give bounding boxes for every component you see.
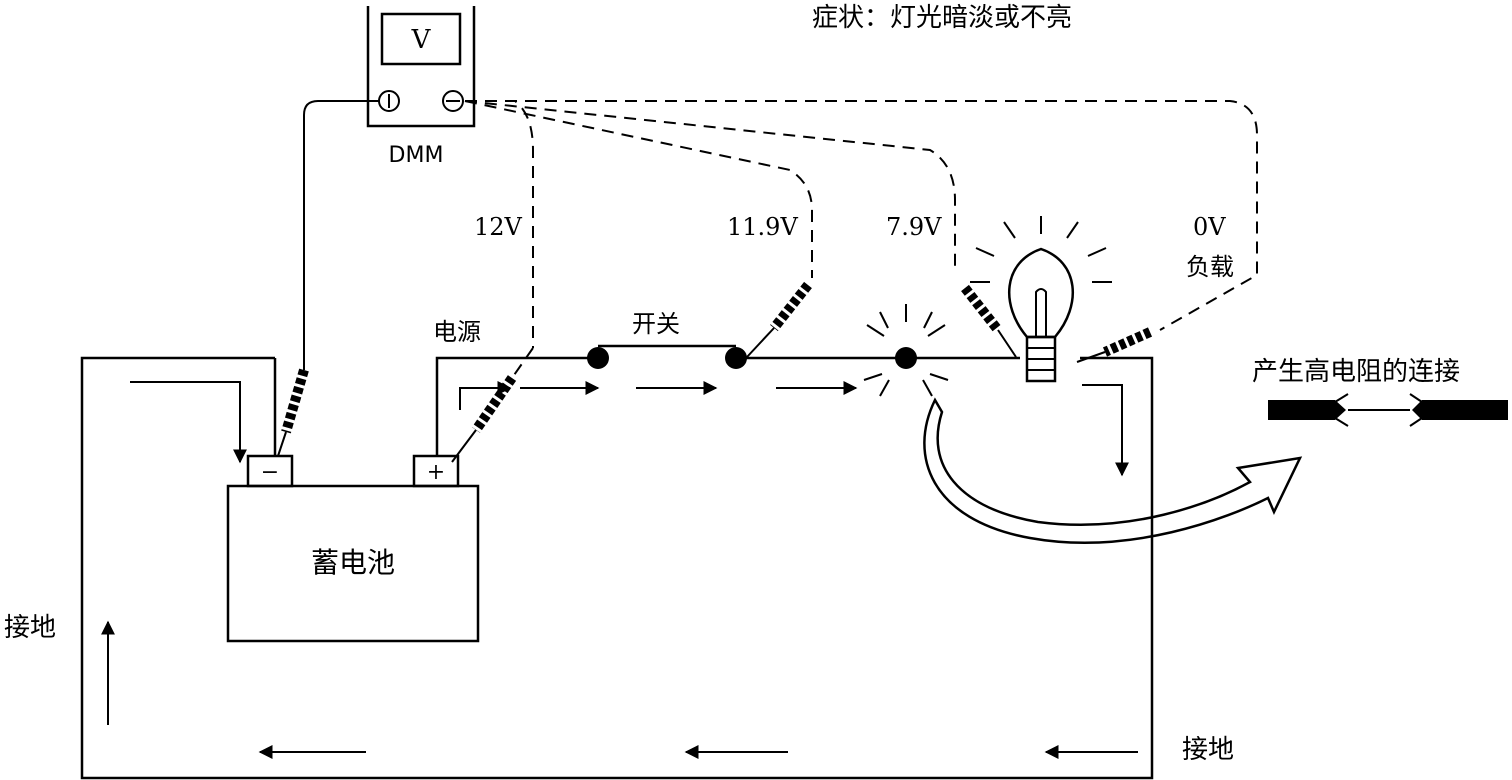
power-label: 电源 (433, 318, 481, 346)
meter-body (366, 6, 476, 128)
ground-label-left: 接地 (4, 613, 56, 643)
meter-label: DMM (389, 143, 444, 168)
neg-jack-icon (442, 90, 464, 112)
com-jack-icon (378, 90, 400, 112)
meter-display (380, 12, 462, 66)
ground-label-right: 接地 (1182, 735, 1234, 765)
meter-display-label: V (411, 25, 432, 55)
negative-terminal-sign: − (261, 460, 279, 485)
corroded-connector-icon (1268, 393, 1508, 427)
light-bulb-icon (970, 216, 1112, 383)
negative-terminal (246, 454, 294, 488)
bad-connection (863, 304, 949, 397)
reading-label: 7.9V (886, 213, 942, 241)
load-label: 负载 (1186, 253, 1234, 281)
reading-label: 0V (1193, 213, 1226, 241)
positive-terminal (412, 454, 460, 488)
reading-label: 12V (474, 213, 523, 241)
battery: − + 蓄电池 (226, 454, 480, 643)
meter-ground-lead (303, 100, 379, 370)
battery-body (226, 484, 480, 643)
ground-probe (281, 368, 309, 434)
reading-label: 11.9V (727, 213, 798, 241)
switch-label: 开关 (632, 310, 680, 338)
callout-arrow-icon (923, 397, 1303, 544)
circuit-wires (80, 344, 1154, 780)
switch (587, 347, 747, 369)
positive-terminal-sign: + (427, 460, 445, 485)
battery-label: 蓄电池 (311, 546, 395, 579)
multimeter: V DMM (366, 6, 476, 168)
high-resistance-label: 产生高电阻的连接 (1252, 357, 1460, 387)
symptom-title: 症状：灯光暗淡或不亮 (812, 3, 1072, 33)
current-flow-arrows (101, 381, 1138, 759)
measurement-leads (464, 100, 1258, 348)
